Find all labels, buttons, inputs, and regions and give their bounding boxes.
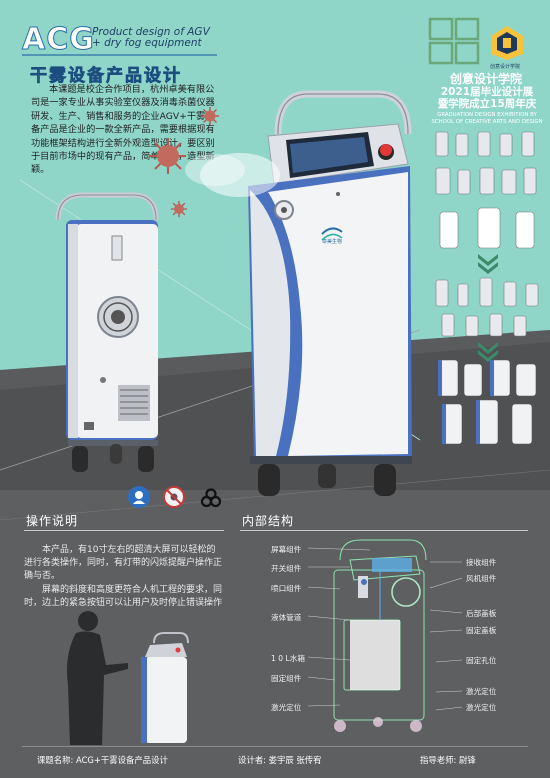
english-title-line2: + dry fog equipment xyxy=(92,37,202,49)
structure-label-left-1: 屏幕组件 xyxy=(271,545,302,554)
user-silhouette xyxy=(67,611,189,745)
structure-label-left-4: 液体管道 xyxy=(271,613,302,622)
school-logo-icon xyxy=(487,22,527,62)
structure-label-left-2: 开关组件 xyxy=(271,564,302,573)
footer-course: 课题名称: ACG+干雾设备产品设计 xyxy=(37,755,168,765)
product-back-view xyxy=(55,192,159,472)
mist-cloud xyxy=(185,153,280,197)
structure-label-left-3: 喷口组件 xyxy=(271,584,302,593)
footer-designer: 设计者: 娄宇辰 张传宥 xyxy=(238,755,322,765)
operation-paragraph-1: 本产品，有10寸左右的超清大屏可以轻松的进行各类操作，同时，有灯带的闪烁提醒户操… xyxy=(24,545,223,582)
structure-label-left-6: 固定组件 xyxy=(271,674,302,683)
expo-english-line2: SCHOOL OF CREATIVE ARTS AND DESIGN xyxy=(431,119,543,125)
expo-english-line1: GRADUATION DESIGN EXHIBITION BY xyxy=(437,112,537,118)
biohazard-icon xyxy=(200,487,222,509)
virus-icon xyxy=(201,107,219,125)
structure-divider xyxy=(240,530,528,531)
expo-title-line2: 暨学院成立15周年庆 xyxy=(437,98,537,110)
operation-paragraph-2: 屏幕的斜度和高度更符合人机工程的要求，同时，边上的紧急按钮可以让用户及时停止错误… xyxy=(24,584,223,608)
expo-english: GRADUATION DESIGN EXHIBITION BY SCHOOL O… xyxy=(428,112,546,126)
footer-divider xyxy=(22,746,528,747)
product-front-view xyxy=(248,90,412,496)
structure-label-right-6: 激光定位 xyxy=(466,687,497,696)
structure-label-right-2: 风机组件 xyxy=(466,574,497,583)
expo-title-line1: 2021届毕业设计展 xyxy=(440,86,534,98)
intro-paragraph: 本课题是校企合作项目，杭州卓美有限公司是一家专业从事实验室仪器及消毒杀菌仪器研发… xyxy=(31,84,215,176)
operation-text: 本产品，有10寸左右的超清大屏可以轻松的进行各类操作，同时，有灯带的闪烁提醒户操… xyxy=(24,544,224,610)
expo-logo-graphic xyxy=(428,17,482,65)
intro-text: 本课题是校企合作项目，杭州卓美有限公司是一家专业从事实验室仪器及消毒杀菌仪器研发… xyxy=(31,83,215,177)
english-title-line1: Product design of AGV xyxy=(92,26,210,38)
no-virus-icon xyxy=(163,486,185,508)
school-logo-text: 创意设计学院 xyxy=(490,64,521,70)
structure-section-title: 内部结构 xyxy=(242,514,295,528)
operation-section-title: 操作说明 xyxy=(26,514,79,528)
virus-icon xyxy=(170,200,188,218)
acg-logo-text: ACG xyxy=(22,22,95,58)
brand-label: 卓美生物 xyxy=(322,239,343,245)
structure-label-right-4: 固定盖板 xyxy=(466,626,497,635)
structure-label-right-1: 接收组件 xyxy=(466,558,497,567)
expo-title: 2021届毕业设计展 暨学院成立15周年庆 xyxy=(428,86,546,110)
structure-label-right-5: 固定孔位 xyxy=(466,656,497,665)
structure-label-left-5: 1 0 L水箱 xyxy=(271,654,305,663)
mask-icon xyxy=(128,486,150,508)
school-name: 创意设计学院 xyxy=(449,72,522,86)
operation-divider xyxy=(24,530,224,531)
structure-label-right-3: 后部盖板 xyxy=(466,609,497,618)
virus-icon xyxy=(150,138,186,174)
chinese-title: 干雾设备产品设计 xyxy=(30,66,182,87)
internal-structure-diagram xyxy=(333,539,427,732)
design-process-thumbnails xyxy=(435,131,539,445)
structure-label-left-7: 激光定位 xyxy=(271,703,302,712)
english-title: Product design of AGV + dry fog equipmen… xyxy=(92,27,210,49)
structure-label-right-7: 激光定位 xyxy=(466,703,497,712)
title-underline xyxy=(22,54,217,56)
footer-teacher: 指导老师: 尉锋 xyxy=(420,755,476,765)
